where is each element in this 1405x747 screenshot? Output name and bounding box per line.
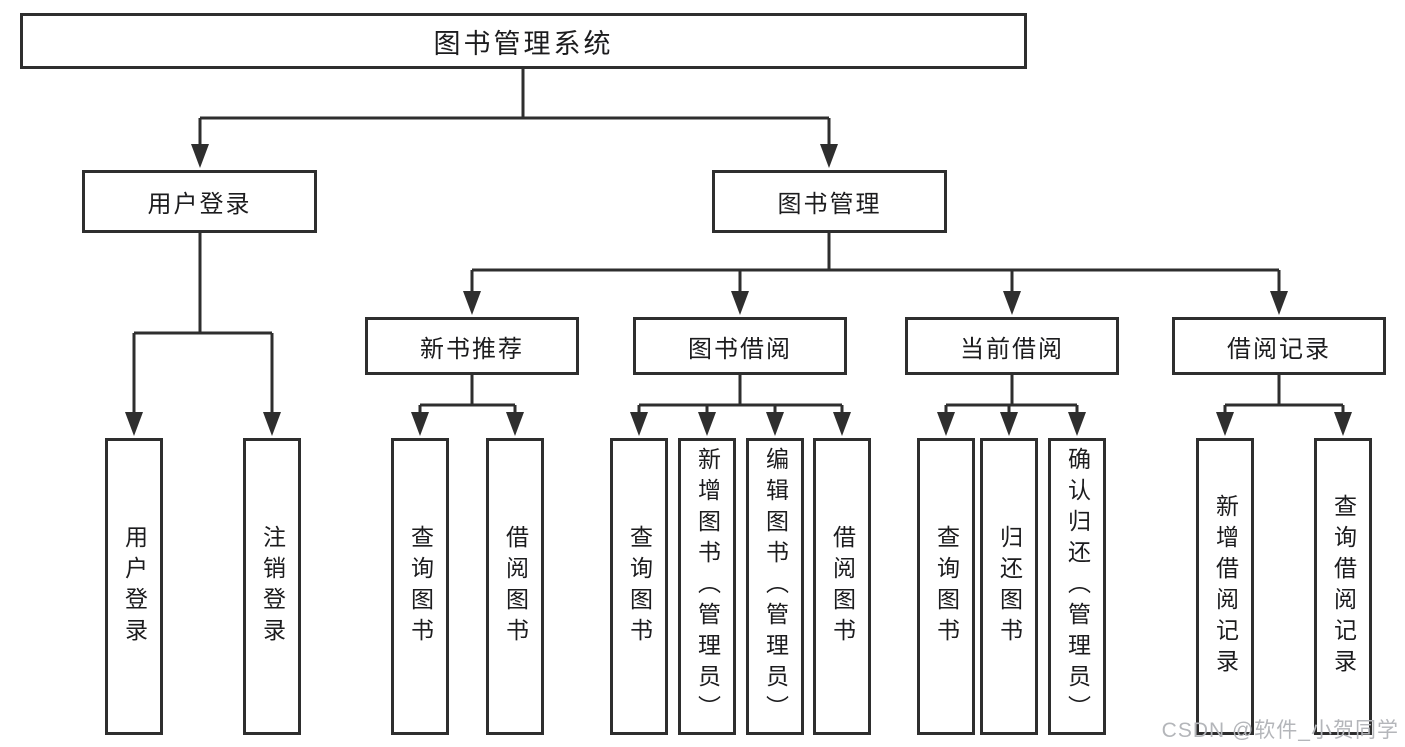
node-label: 图书管理 [777, 191, 882, 218]
leaf-query-borrow-record: 查询借阅记录 [1314, 438, 1372, 735]
node-label: 用户登录 [147, 191, 252, 218]
node-borrowing-records: 借阅记录 [1172, 317, 1386, 375]
node-current-borrowing: 当前借阅 [905, 317, 1119, 375]
leaf-return-books: 归还图书 [980, 438, 1038, 735]
leaf-label: 借阅图书 [502, 524, 529, 649]
leaf-label: 查询图书 [626, 524, 653, 649]
leaf-label: 编辑图书（管理员） [762, 447, 789, 726]
leaf-logout: 注销登录 [243, 438, 301, 735]
leaf-label: 归还图书 [996, 524, 1023, 649]
arrowheads [125, 144, 1352, 436]
leaf-label: 查询借阅记录 [1330, 493, 1357, 680]
node-label: 图书借阅 [688, 335, 792, 363]
leaf-query-books-borrowing: 查询图书 [610, 438, 668, 735]
leaf-query-books-current: 查询图书 [917, 438, 975, 735]
node-label: 借阅记录 [1227, 335, 1331, 363]
node-label: 当前借阅 [960, 335, 1064, 363]
leaf-label: 借阅图书 [829, 524, 856, 649]
leaf-borrow-books-recommend: 借阅图书 [486, 438, 544, 735]
leaf-user-login: 用户登录 [105, 438, 163, 735]
node-label: 新书推荐 [420, 335, 524, 363]
node-book-management: 图书管理 [712, 170, 947, 233]
leaf-label: 查询图书 [407, 524, 434, 649]
csdn-watermark: CSDN @软件_小贺同学 [1161, 719, 1399, 742]
node-book-borrowing: 图书借阅 [633, 317, 847, 375]
leaf-label: 用户登录 [121, 524, 148, 649]
leaf-label: 新增借阅记录 [1212, 493, 1239, 680]
node-new-book-recommendation: 新书推荐 [365, 317, 579, 375]
leaf-label: 查询图书 [933, 524, 960, 649]
leaf-label: 注销登录 [259, 524, 286, 649]
leaf-label: 确认归还（管理员） [1064, 447, 1091, 726]
leaf-confirm-return-admin: 确认归还（管理员） [1048, 438, 1106, 735]
leaf-query-books-recommend: 查询图书 [391, 438, 449, 735]
node-user-login: 用户登录 [82, 170, 317, 233]
leaf-borrow-books: 借阅图书 [813, 438, 871, 735]
leaf-edit-books-admin: 编辑图书（管理员） [746, 438, 804, 735]
node-library-management-system: 图书管理系统 [20, 13, 1027, 69]
leaf-add-books-admin: 新增图书（管理员） [678, 438, 736, 735]
connector-paths [132, 69, 1345, 414]
leaf-label: 新增图书（管理员） [694, 447, 721, 726]
leaf-add-borrow-record: 新增借阅记录 [1196, 438, 1254, 735]
node-label: 图书管理系统 [433, 28, 614, 59]
